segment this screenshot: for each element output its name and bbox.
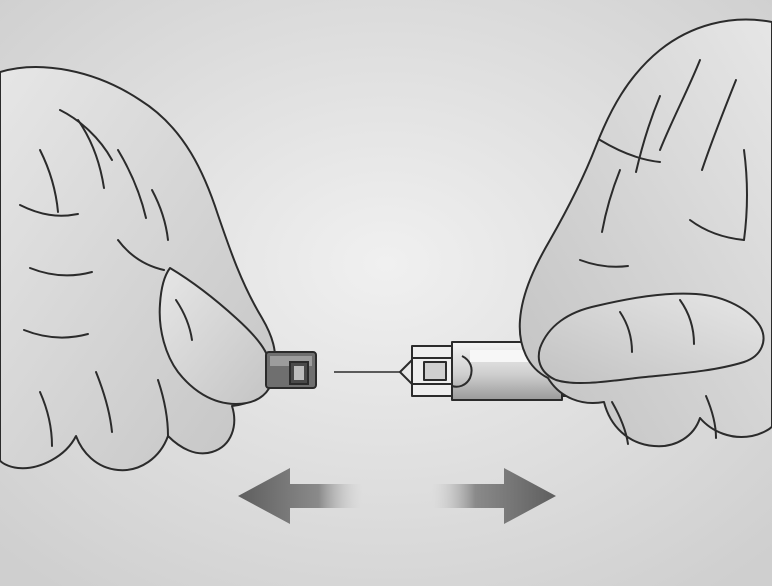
- needle-cap-icon: [266, 352, 316, 388]
